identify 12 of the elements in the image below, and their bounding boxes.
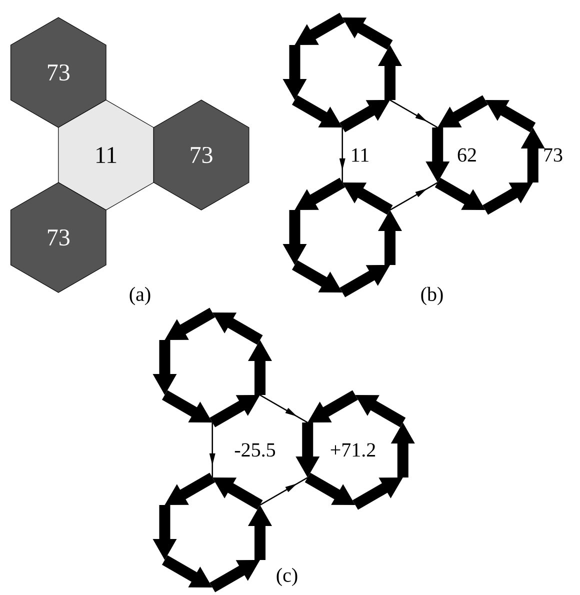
value-label: 73 <box>544 148 562 162</box>
value-label: +71.2 <box>330 443 376 457</box>
value-label: 11 <box>352 148 368 162</box>
value-label: (b) <box>421 286 443 306</box>
value-label: 62 <box>458 148 476 162</box>
value-label: -25.5 <box>234 443 276 457</box>
hexagon-cell: 73 <box>10 17 106 128</box>
value-label: (c) <box>276 568 298 586</box>
hexagon-cell: 11 <box>58 100 154 210</box>
value-label: (a) <box>130 286 150 306</box>
hexagon-cell: 73 <box>10 182 106 293</box>
hexagon-cell: 73 <box>153 100 250 210</box>
